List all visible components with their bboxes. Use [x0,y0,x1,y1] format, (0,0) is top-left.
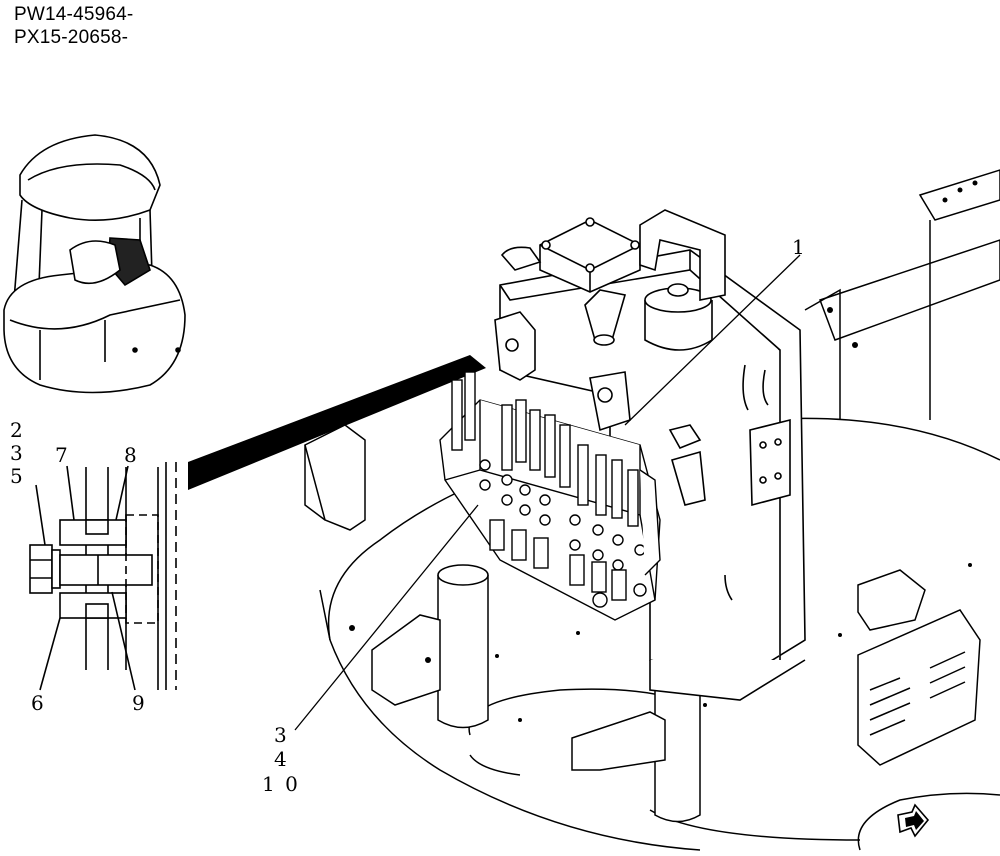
callout-5: 5 [10,464,23,488]
bolt-detail-section [29,462,177,691]
callout-9: 9 [132,691,145,715]
serial-range-line-1: PW14-45964- [14,4,134,25]
callout-2: 2 [10,418,23,442]
control-valve-assembly [439,371,661,621]
callout-4: 4 [274,747,287,771]
frame-bolt-holes [349,180,978,722]
callout-8: 8 [124,443,137,467]
callout-3-detail: 3 [10,441,23,465]
callout-leaders [294,254,801,731]
machine-overview-inset [3,134,186,394]
forward-direction-arrow [897,803,930,838]
callout-7: 7 [55,443,68,467]
callout-10: 1 0 [262,772,300,796]
callout-3: 3 [274,723,287,747]
serial-range-line-2: PX15-20658- [14,27,129,48]
callout-6: 6 [31,691,44,715]
valve-mounting-bracket [494,209,806,701]
callout-1: 1 [792,235,805,259]
detail-pointer-wedge [188,355,486,490]
